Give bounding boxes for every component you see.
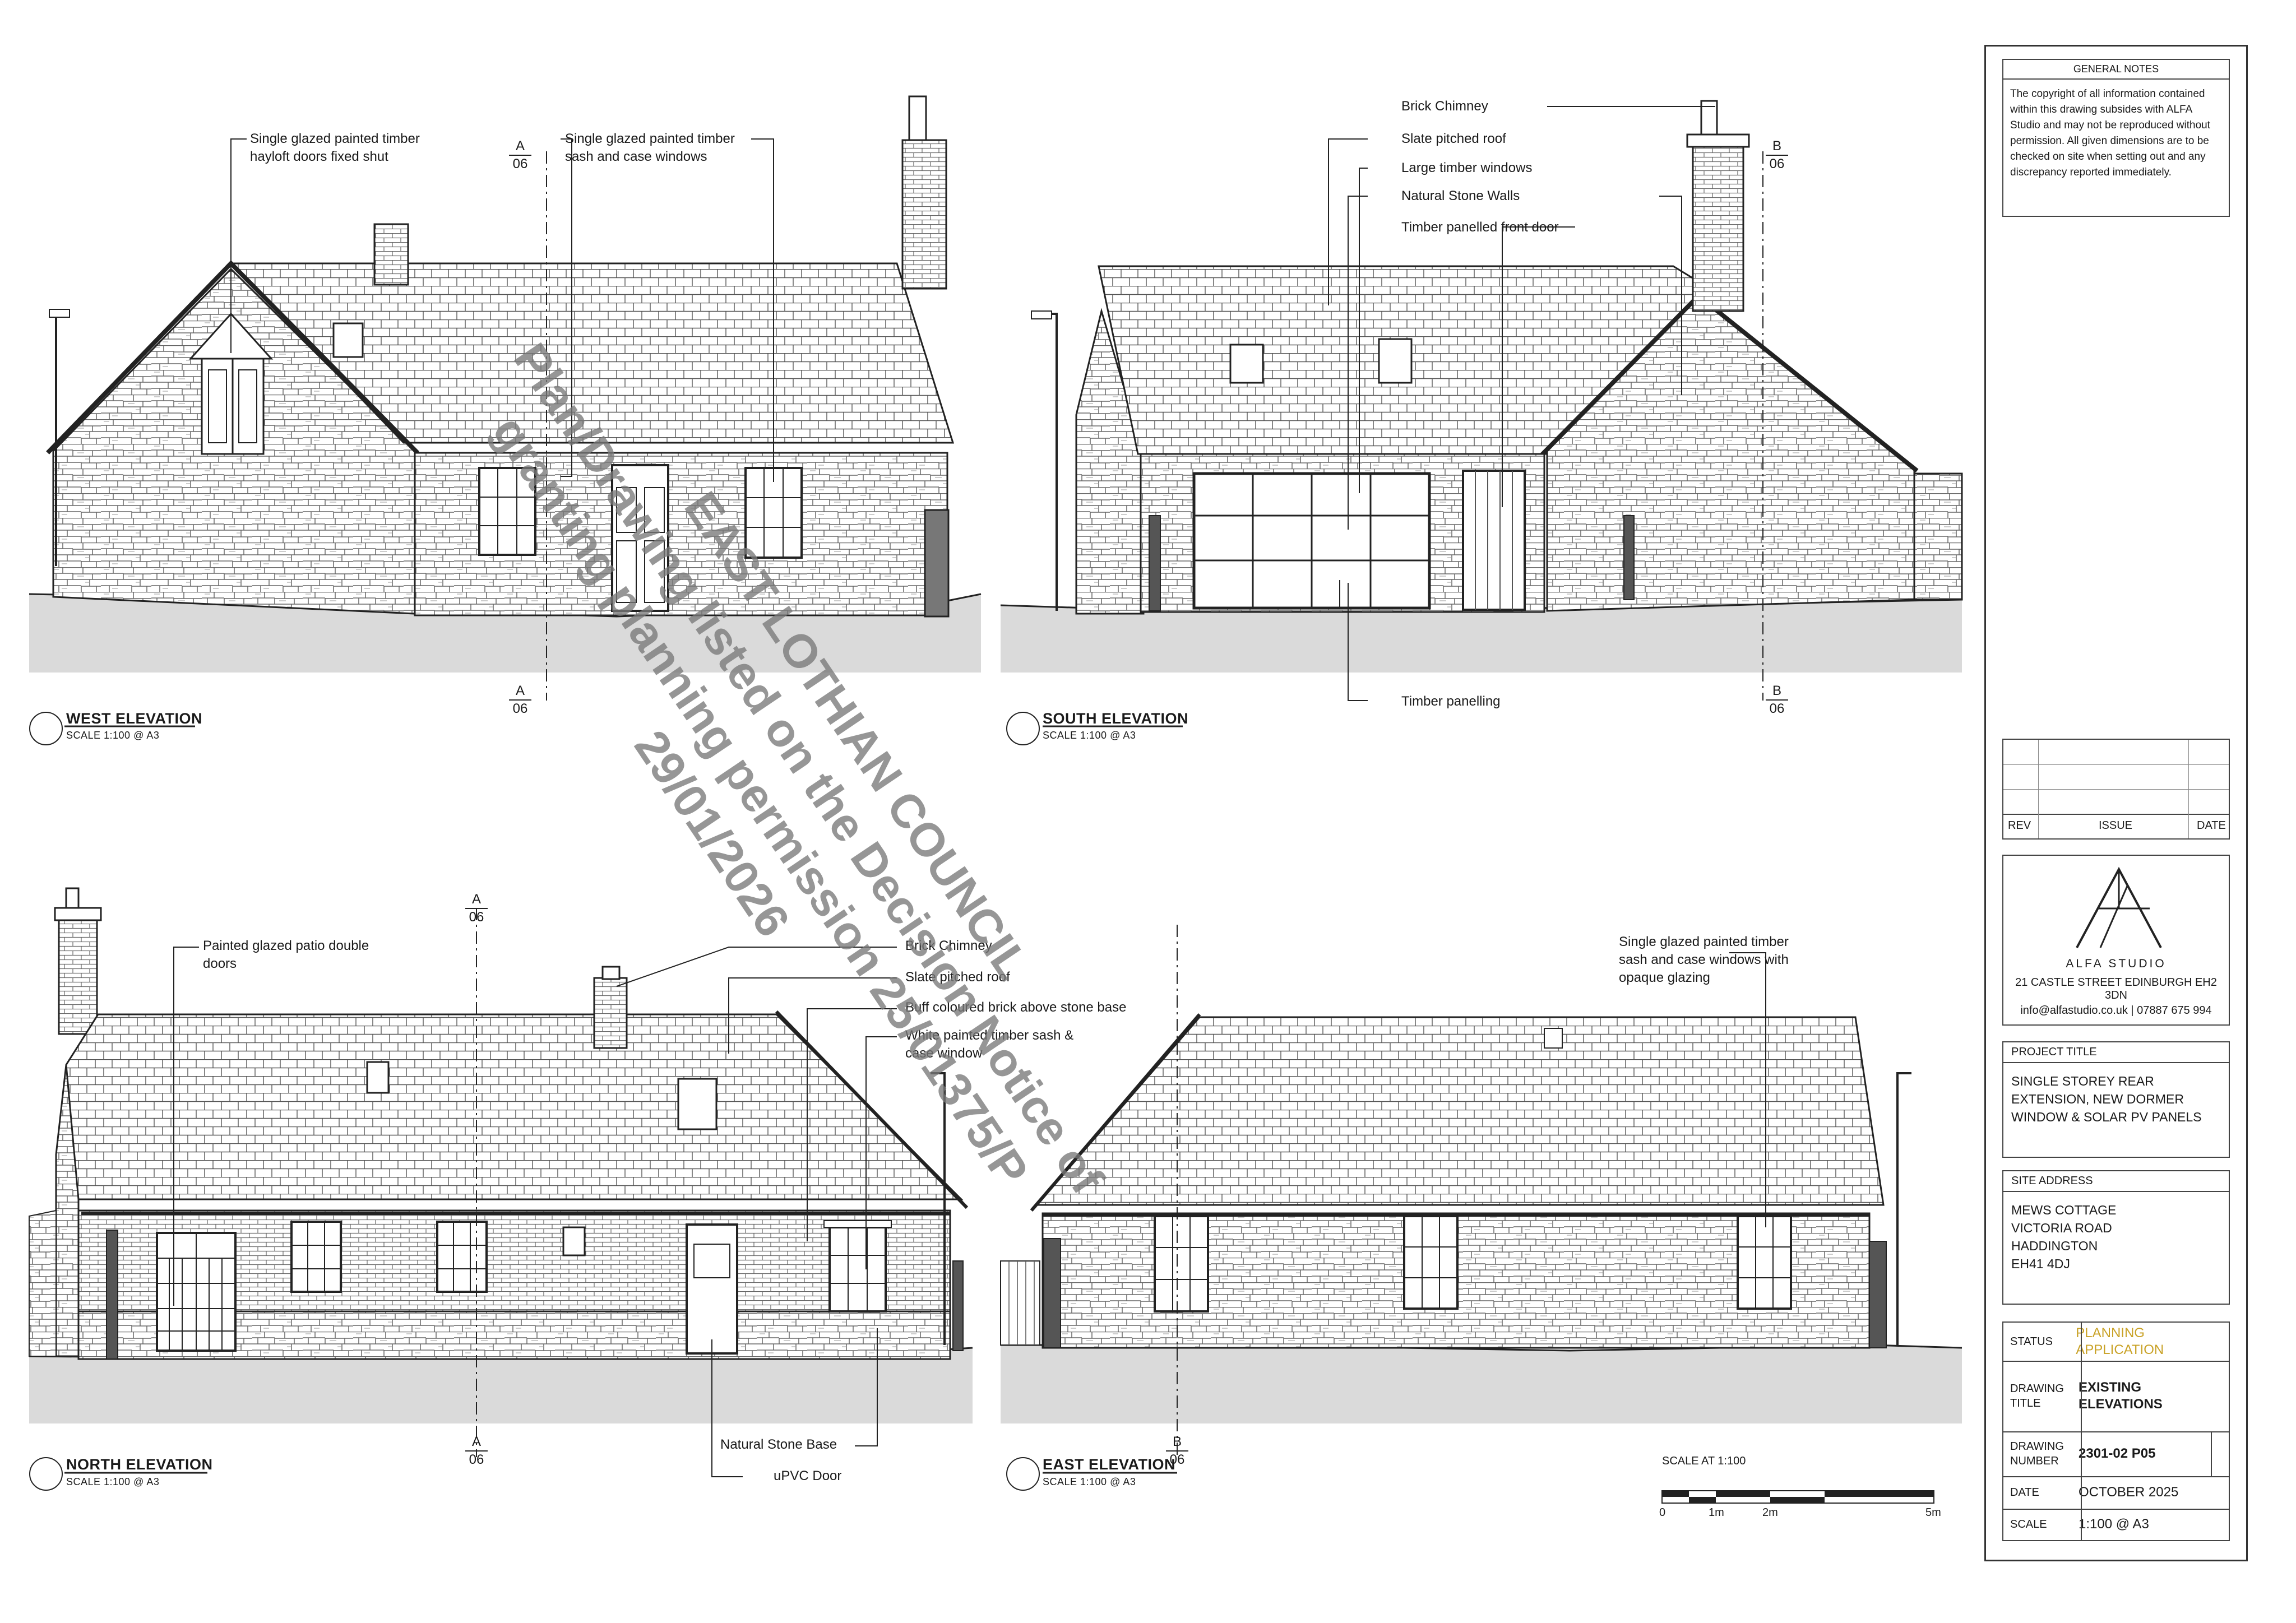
status-value: PLANNING APPLICATION — [2076, 1325, 2164, 1357]
east-elevation-title: EAST ELEVATION — [1043, 1456, 1176, 1473]
annotation-north-base: Natural Stone Base — [720, 1437, 837, 1452]
scale-tick-2m: 2m — [1762, 1506, 1778, 1519]
project-title-box: PROJECT TITLE SINGLE STOREY REAR EXTENSI… — [2002, 1041, 2230, 1158]
general-notes-heading: GENERAL NOTES — [2003, 60, 2229, 80]
section-sheet: 06 — [469, 910, 484, 925]
annotation-south-walls: Natural Stone Walls — [1401, 188, 1520, 203]
site-address-line: VICTORIA ROAD — [2011, 1221, 2112, 1235]
annotation-north-patio: Painted glazed patio double doors — [203, 938, 369, 971]
section-mark-a-north-top: A 06 — [465, 892, 488, 925]
west-elevation-scale: SCALE 1:100 @ A3 — [66, 730, 160, 741]
project-title-value: SINGLE STOREY REAR EXTENSION, NEW DORMER… — [2011, 1074, 2202, 1124]
annotation-south-panelling: Timber panelling — [1401, 694, 1501, 709]
drawing-title-label: DRAWING TITLE — [2010, 1383, 2064, 1409]
section-letter: A — [471, 1434, 481, 1449]
north-elevation-drawing — [29, 887, 973, 1477]
annotation-north-chimney: Brick Chimney — [905, 938, 992, 953]
south-elevation-drawing — [1000, 100, 1963, 701]
scale-value: 1:100 @ A3 — [2079, 1517, 2149, 1532]
drawing-title-row: DRAWING TITLE EXISTING ELEVATIONS — [2003, 1361, 2229, 1432]
section-sheet: 06 — [512, 156, 528, 171]
annotation-north-sash: White painted timber sash & case window — [905, 1028, 1074, 1061]
drawing-title-value: EXISTING ELEVATIONS — [2079, 1380, 2163, 1412]
annotation-south-roof: Slate pitched roof — [1401, 131, 1506, 146]
site-address-value: MEWS COTTAGE VICTORIA ROAD HADDINGTON EH… — [2003, 1192, 2229, 1282]
south-elevation-scale: SCALE 1:100 @ A3 — [1043, 730, 1136, 741]
general-notes-box: GENERAL NOTES The copyright of all infor… — [2002, 59, 2230, 217]
studio-address: 21 CASTLE STREET EDINBURGH EH2 3DN — [2015, 976, 2217, 1001]
annotation-north-brick: Buff coloured brick above stone base — [905, 1000, 1127, 1015]
west-elevation-title: WEST ELEVATION — [66, 710, 202, 727]
status-row: STATUS PLANNING APPLICATION — [2003, 1323, 2229, 1362]
date-label: DATE — [2010, 1486, 2039, 1499]
annotation-south-chimney: Brick Chimney — [1401, 99, 1488, 114]
section-mark-a-north-bottom: A 06 — [465, 1435, 488, 1467]
date-value: OCTOBER 2025 — [2079, 1485, 2179, 1500]
annotation-west-sash: Single glazed painted timber sash and ca… — [565, 131, 735, 164]
scale-bar-graphic — [1661, 1490, 1934, 1504]
site-address-line: EH41 4DJ — [2011, 1256, 2070, 1271]
general-notes-text: The copyright of all information contain… — [2010, 88, 2211, 178]
revision-table: REV ISSUE DATE — [2002, 739, 2230, 840]
date-header: DATE — [2197, 819, 2226, 832]
east-elevation-scale: SCALE 1:100 @ A3 — [1043, 1476, 1136, 1487]
north-elevation-scale: SCALE 1:100 @ A3 — [66, 1476, 160, 1487]
section-letter: B — [1772, 138, 1781, 154]
section-mark-a-west-top: A 06 — [509, 139, 531, 171]
section-letter: A — [471, 892, 481, 907]
north-view-circle — [29, 1457, 63, 1491]
section-mark-a-west-bottom: A 06 — [509, 684, 531, 716]
east-elevation-drawing — [1000, 925, 1962, 1457]
section-sheet: 06 — [512, 701, 528, 716]
section-mark-b-east-bottom: B 06 — [1166, 1435, 1188, 1467]
annotation-south-door: Timber panelled front door — [1401, 220, 1559, 235]
annotation-south-windows: Large timber windows — [1401, 160, 1533, 175]
drawing-info-box: STATUS PLANNING APPLICATION DRAWING TITL… — [2002, 1321, 2230, 1541]
section-mark-b-south-bottom: B 06 — [1766, 684, 1788, 716]
section-letter: B — [1172, 1434, 1182, 1449]
section-sheet: 06 — [1169, 1452, 1185, 1467]
scale-tick-5m: 5m — [1925, 1506, 1941, 1519]
north-elevation-title: NORTH ELEVATION — [66, 1456, 213, 1473]
section-sheet: 06 — [469, 1452, 484, 1467]
site-address-box: SITE ADDRESS MEWS COTTAGE VICTORIA ROAD … — [2002, 1170, 2230, 1305]
south-view-circle — [1006, 712, 1040, 745]
section-letter: B — [1772, 683, 1781, 698]
annotation-east-sash: Single glazed painted timber sash and ca… — [1619, 934, 1789, 985]
west-view-circle — [29, 712, 63, 745]
east-view-circle — [1006, 1457, 1040, 1491]
drawing-number-value: 2301-02 P05 — [2079, 1446, 2156, 1461]
site-address-label: SITE ADDRESS — [2003, 1171, 2229, 1192]
drawing-number-label: DRAWING NUMBER — [2010, 1440, 2064, 1467]
studio-name: ALFA STUDIO — [2066, 957, 2167, 970]
title-block — [1984, 45, 2248, 1561]
section-sheet: 06 — [1769, 156, 1785, 171]
studio-box: ALFA STUDIO 21 CASTLE STREET EDINBURGH E… — [2002, 855, 2230, 1026]
annotation-north-door: uPVC Door — [774, 1468, 842, 1483]
section-sheet: 06 — [1769, 701, 1785, 716]
rev-header: REV — [2008, 819, 2031, 832]
section-letter: A — [515, 683, 525, 698]
scale-tick-0: 0 — [1659, 1506, 1666, 1519]
site-address-line: MEWS COTTAGE — [2011, 1203, 2117, 1217]
section-mark-b-south-top: B 06 — [1766, 139, 1788, 171]
alfa-studio-logo — [2076, 866, 2162, 948]
site-address-line: HADDINGTON — [2011, 1239, 2098, 1253]
issue-header: ISSUE — [2099, 819, 2133, 832]
south-elevation-title: SOUTH ELEVATION — [1043, 710, 1189, 727]
annotation-west-hayloft: Single glazed painted timber hayloft doo… — [250, 131, 420, 164]
section-letter: A — [515, 138, 525, 154]
project-title-label: PROJECT TITLE — [2003, 1042, 2229, 1063]
scale-label: SCALE — [2010, 1518, 2047, 1531]
date-row: DATE OCTOBER 2025 — [2003, 1476, 2229, 1510]
west-elevation-drawing — [29, 95, 982, 701]
scale-row: SCALE 1:100 @ A3 — [2003, 1509, 2229, 1540]
annotation-north-roof: Slate pitched roof — [905, 970, 1010, 985]
scale-tick-1m: 1m — [1709, 1506, 1724, 1519]
status-label: STATUS — [2010, 1336, 2053, 1348]
scale-bar-title: SCALE AT 1:100 — [1662, 1455, 1746, 1467]
drawing-number-row: DRAWING NUMBER 2301-02 P05 — [2003, 1431, 2229, 1477]
studio-contact: info@alfastudio.co.uk | 07887 675 994 — [2020, 1004, 2212, 1017]
